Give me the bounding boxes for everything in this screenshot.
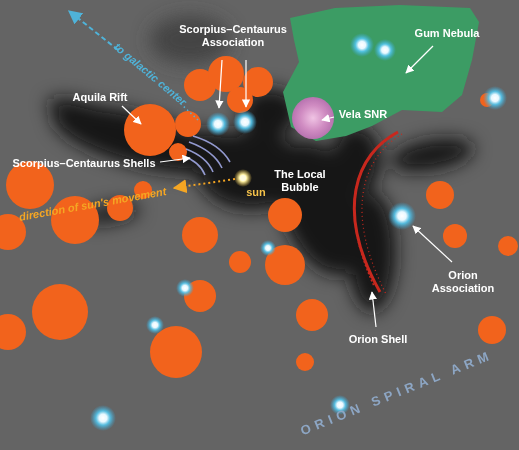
vela-snr xyxy=(292,97,334,139)
orange-cloud xyxy=(0,314,26,350)
orange-cloud xyxy=(268,198,302,232)
orange-cloud xyxy=(227,87,253,113)
orange-cloud xyxy=(478,316,506,344)
orion-shell xyxy=(354,132,402,294)
leader-line xyxy=(245,60,246,107)
star xyxy=(260,240,276,256)
scorpius-centaurus-shells xyxy=(183,136,230,175)
star xyxy=(350,33,374,57)
orange-cloud xyxy=(32,284,88,340)
map-label: Orion Association xyxy=(428,269,498,294)
leader-line xyxy=(160,158,190,162)
map-label: Aquila Rift xyxy=(73,91,128,104)
orange-cloud xyxy=(208,56,244,92)
orange-cloud xyxy=(175,111,201,137)
star xyxy=(90,405,116,431)
orange-cloud xyxy=(229,251,251,273)
orange-cloud xyxy=(124,104,176,156)
orange-cloud xyxy=(296,353,314,371)
galactic-center-arrow xyxy=(181,104,198,120)
shell-arc xyxy=(354,132,398,292)
sun-glow xyxy=(234,169,252,187)
orange-cloud xyxy=(296,299,328,331)
shell-arc xyxy=(354,136,393,286)
star xyxy=(483,86,507,110)
map-label: Gum Nebula xyxy=(415,27,480,40)
leader-line xyxy=(219,60,222,108)
star xyxy=(146,316,164,334)
leader-line xyxy=(413,226,452,262)
orange-cloud xyxy=(182,217,218,253)
star xyxy=(388,202,416,230)
shell-arc xyxy=(193,136,230,162)
leader-line xyxy=(122,106,141,124)
shell-arc xyxy=(189,142,222,168)
leader-line xyxy=(372,292,376,327)
map-label: ORION SPIRAL ARM xyxy=(299,347,496,438)
star xyxy=(374,39,396,61)
map-label: The Local Bubble xyxy=(267,168,333,193)
orange-cloud xyxy=(443,224,467,248)
sun-direction-arrow xyxy=(174,179,235,188)
gum-nebula-region xyxy=(283,5,479,141)
leader-line xyxy=(406,46,433,73)
orange-cloud xyxy=(426,181,454,209)
star xyxy=(233,110,257,134)
orange-cloud xyxy=(150,326,202,378)
star xyxy=(176,279,194,297)
map-label: Orion Shell xyxy=(349,333,408,346)
dark-cloud xyxy=(388,133,476,177)
galactic-center-arrow xyxy=(69,11,118,50)
orange-cloud xyxy=(498,236,518,256)
map-label: sun xyxy=(246,186,266,199)
shell-arc xyxy=(186,149,213,172)
leader-line xyxy=(322,117,334,120)
map-label: Vela SNR xyxy=(339,108,387,121)
shell-arc xyxy=(362,134,402,294)
map-label: Scorpius–Centaurus Association xyxy=(174,23,292,48)
sun-dot xyxy=(240,175,246,181)
star xyxy=(206,112,230,136)
map-label: Scorpius–Centaurus Shells xyxy=(12,157,155,170)
